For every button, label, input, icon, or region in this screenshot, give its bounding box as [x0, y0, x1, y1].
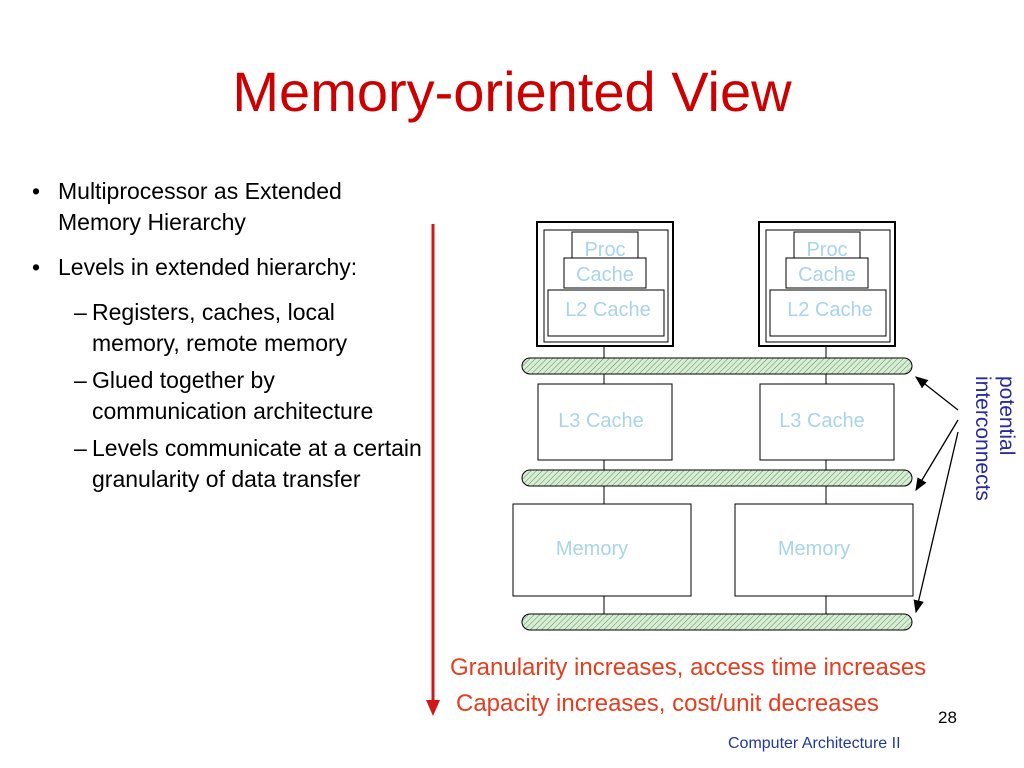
proc-label: Proc [584, 239, 625, 261]
memory-label: Memory [556, 538, 628, 560]
l3-cache-box [759, 383, 895, 461]
interconnect-bus [521, 469, 913, 487]
sub-bullet-item: Levels communicate at a certain granular… [30, 433, 425, 495]
l2-cache-label: L2 Cache [787, 299, 873, 321]
interconnect-bus [521, 357, 913, 375]
slide-title: Memory-oriented View [232, 60, 792, 123]
interconnect-bus [521, 613, 913, 631]
memory-label: Memory [778, 538, 850, 560]
sub-bullet-item: Registers, caches, local memory, remote … [30, 297, 425, 359]
granularity-arrow [426, 224, 440, 716]
proc-box [571, 231, 639, 261]
l3-cache-label: L3 Cache [779, 410, 865, 432]
node-right: Proc Cache L2 Cache [758, 221, 896, 347]
interconnect-pointer-arrows [913, 376, 959, 614]
bullet-item: Levels in extended hierarchy: [30, 252, 425, 283]
l2-cache-box [547, 289, 665, 337]
l3-cache-box [537, 383, 673, 461]
node-left: Proc Cache L2 Cache [536, 221, 674, 347]
memory-box [734, 503, 914, 597]
l1-cache-box [563, 257, 647, 289]
l1-cache-box [785, 257, 869, 289]
l1-cache-label: Cache [576, 264, 634, 286]
interconnects-label-line1: potential [995, 376, 1018, 455]
l1-cache-label: Cache [798, 264, 856, 286]
l3-cache-label: L3 Cache [558, 410, 644, 432]
proc-box [793, 231, 861, 261]
footer-course-title: Computer Architecture II [728, 735, 901, 752]
interconnects-label: potential interconnects [971, 376, 1018, 501]
interconnects-label-line2: interconnects [971, 376, 994, 501]
l2-cache-label: L2 Cache [565, 299, 651, 321]
capacity-note: Capacity increases, cost/unit decreases [456, 690, 879, 717]
bullet-item: Multiprocessor as Extended Memory Hierar… [30, 176, 425, 238]
memory-box [512, 503, 692, 597]
proc-label: Proc [806, 239, 847, 261]
page-number: 28 [938, 708, 957, 727]
l2-cache-box [769, 289, 887, 337]
bullet-list: Multiprocessor as Extended Memory Hierar… [30, 176, 425, 501]
sub-bullet-item: Glued together by communication architec… [30, 365, 425, 427]
granularity-note: Granularity increases, access time incre… [450, 654, 927, 681]
